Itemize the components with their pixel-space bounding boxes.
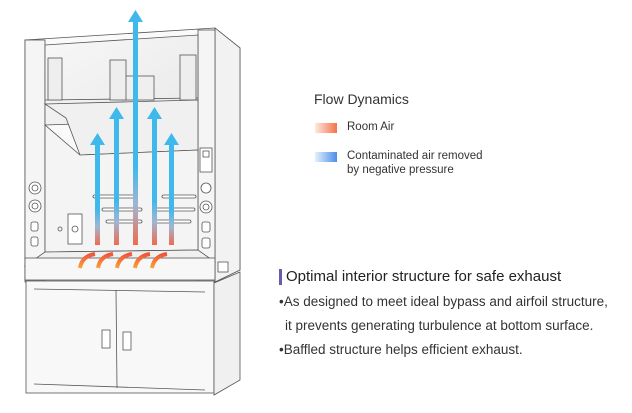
legend-label: Room Air [347, 121, 395, 133]
exhaust-arrow [164, 133, 179, 245]
bullet-1-cont: it prevents generating turbulence at bot… [285, 318, 594, 333]
section-title-text: Optimal interior structure for safe exha… [286, 268, 562, 285]
contaminated-air-arrows [90, 10, 179, 245]
exhaust-arrow [147, 107, 162, 245]
legend-label-line: by negative pressure [347, 164, 454, 176]
fume-hood-illustration [23, 10, 241, 396]
exhaust-arrow [128, 10, 143, 245]
intake-arrow [133, 252, 151, 269]
legend-title: Flow Dynamics [314, 91, 409, 107]
room-air-arrows [78, 252, 168, 269]
cabinet-body [23, 27, 241, 396]
bullet-1: •As designed to meet ideal bypass and ai… [279, 294, 608, 309]
section-title: Optimal interior structure for safe exha… [279, 268, 561, 285]
intake-arrow [78, 252, 96, 269]
legend-label: Contaminated air removed by negative pre… [347, 149, 483, 177]
contaminated-air-swatch [315, 152, 337, 162]
accent-bar [279, 268, 282, 285]
legend-item-room-air: Room Air [315, 120, 394, 134]
legend-label-line: Contaminated air removed [347, 150, 483, 162]
intake-arrow [115, 252, 133, 269]
exhaust-arrow [90, 133, 105, 245]
legend-item-contaminated-air: Contaminated air removed by negative pre… [315, 149, 483, 177]
intake-arrow [96, 252, 114, 269]
bullet-2: •Baffled structure helps efficient exhau… [279, 342, 523, 357]
exhaust-arrow [109, 107, 124, 245]
room-air-swatch [315, 123, 337, 133]
intake-arrow [150, 252, 168, 269]
